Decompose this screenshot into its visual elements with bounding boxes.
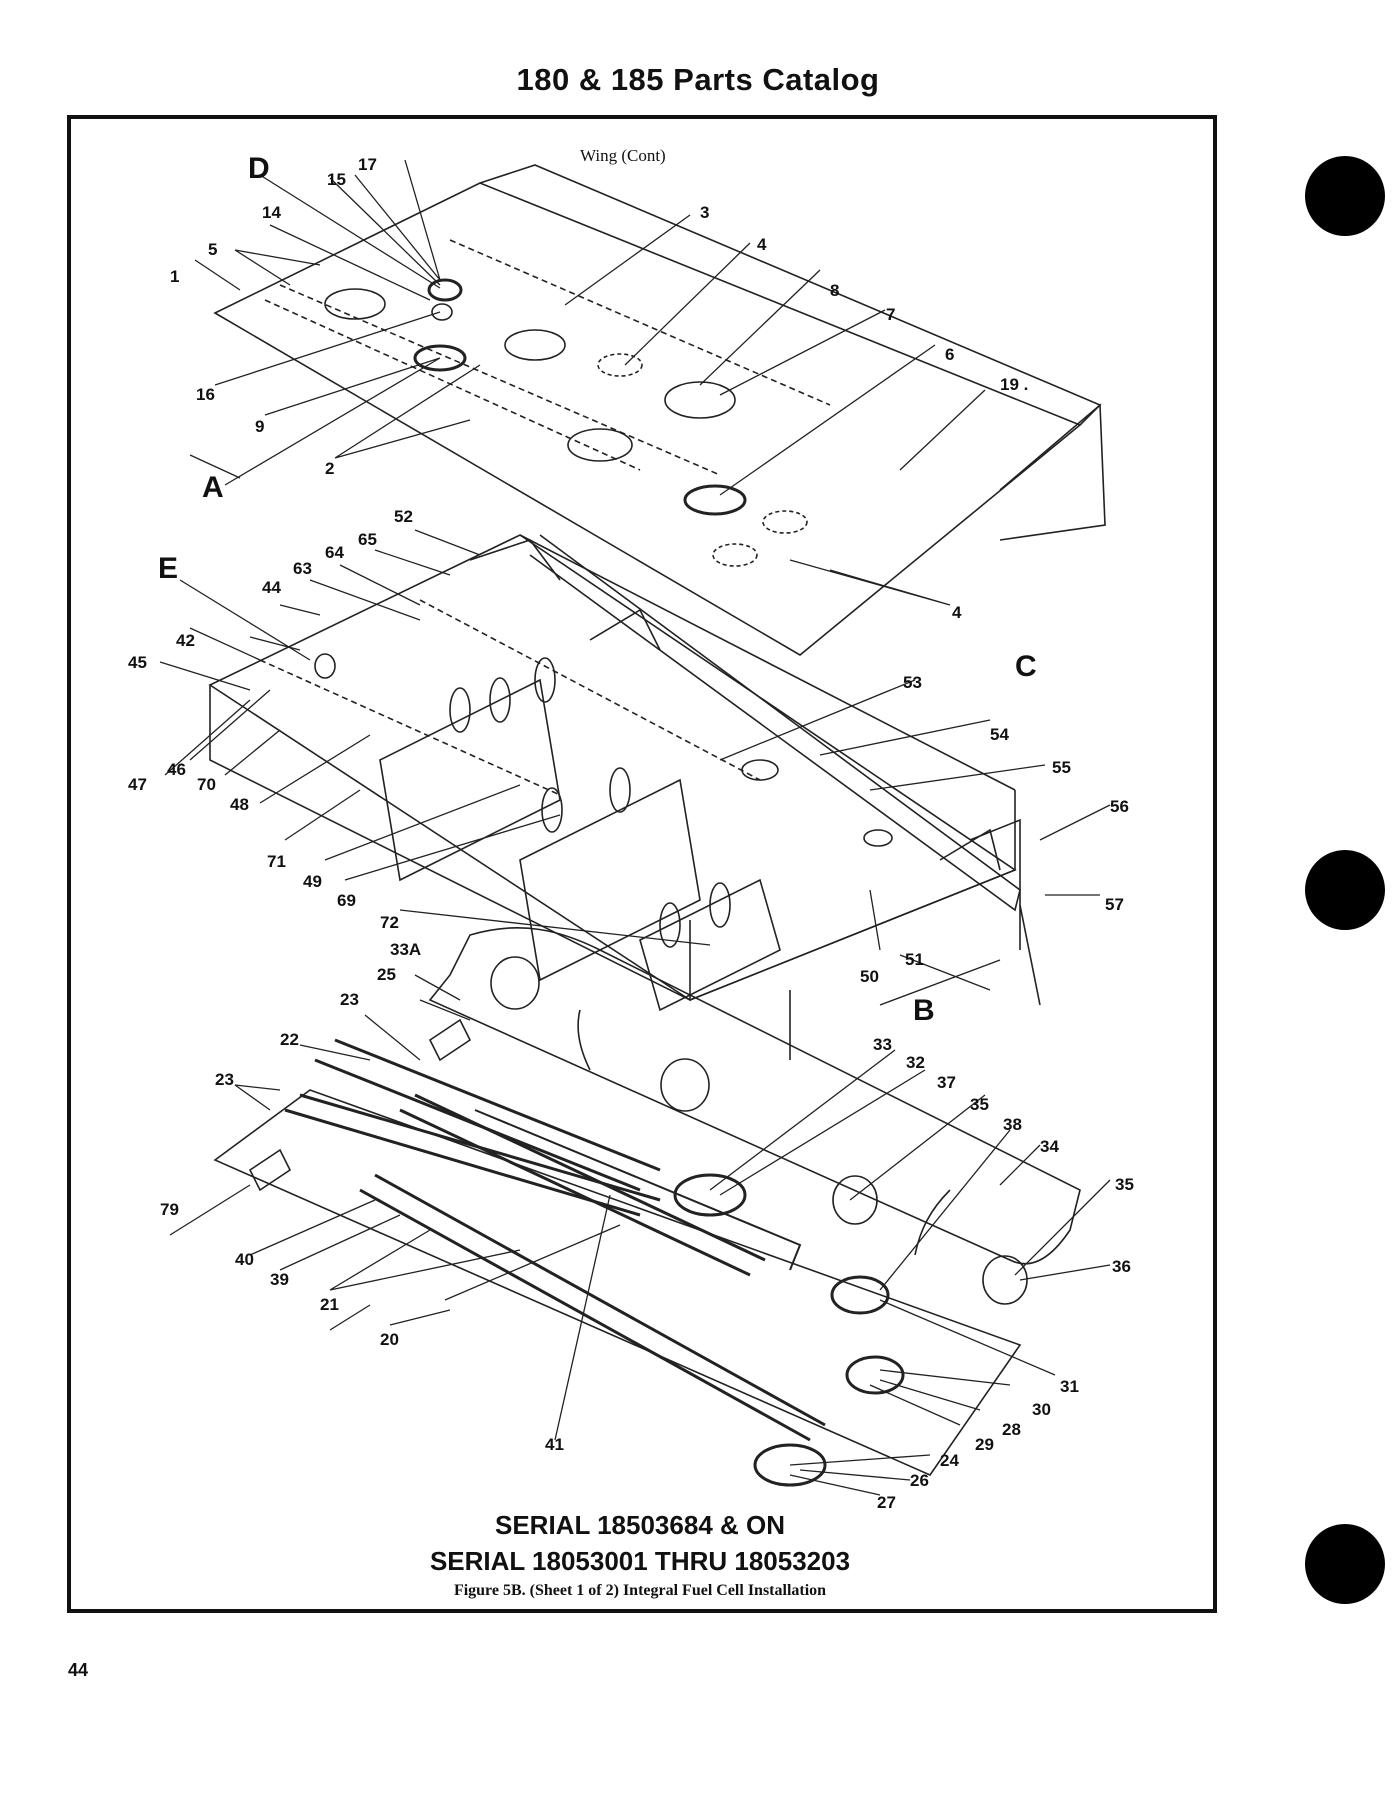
callout-number-27: 27	[877, 1493, 896, 1512]
figure-subtitle: Wing (Cont)	[580, 146, 666, 165]
callout-number-8: 8	[830, 281, 839, 300]
callout-letter-a: A	[202, 471, 224, 504]
callout-number-79: 79	[160, 1200, 179, 1219]
callout-number-72: 72	[380, 913, 399, 932]
binder-hole-middle	[1305, 850, 1385, 930]
callout-number-25: 25	[377, 965, 396, 984]
callout-number-35: 35	[970, 1095, 989, 1114]
callout-letter-e: E	[158, 552, 178, 585]
page-number: 44	[68, 1660, 89, 1680]
callout-number-70: 70	[197, 775, 216, 794]
page-title: 180 & 185 Parts Catalog	[516, 62, 880, 97]
callout-number-40: 40	[235, 1250, 254, 1269]
callout-number-38: 38	[1003, 1115, 1022, 1134]
callout-number-41: 41	[545, 1435, 564, 1454]
callout-number-4: 4	[757, 235, 767, 254]
callout-number-35: 35	[1115, 1175, 1134, 1194]
callout-number-44: 44	[262, 578, 281, 597]
callout-number-37: 37	[937, 1073, 956, 1092]
callout-number-14: 14	[262, 203, 281, 222]
callout-number-17: 17	[358, 155, 377, 174]
callout-number-26: 26	[910, 1471, 929, 1490]
callout-number-34: 34	[1040, 1137, 1059, 1156]
callout-number-20: 20	[380, 1330, 399, 1349]
callout-number-54: 54	[990, 725, 1009, 744]
callout-number-52: 52	[394, 507, 413, 526]
callout-number-6: 6	[945, 345, 954, 364]
callout-number-28: 28	[1002, 1420, 1021, 1439]
callout-number-57: 57	[1105, 895, 1124, 914]
callout-number-65: 65	[358, 530, 377, 549]
callout-number-48: 48	[230, 795, 249, 814]
callout-number-50: 50	[860, 967, 879, 986]
callout-number-21: 21	[320, 1295, 339, 1314]
callout-number-47: 47	[128, 775, 147, 794]
figure-caption: Figure 5B. (Sheet 1 of 2) Integral Fuel …	[453, 1582, 827, 1599]
callout-number-5: 5	[208, 240, 217, 259]
callout-number-1: 1	[170, 267, 179, 286]
callout-number-15: 15	[327, 170, 346, 189]
callout-number-7: 7	[886, 305, 895, 324]
callout-number-45: 45	[128, 653, 147, 672]
upper-skin-panel	[213, 164, 1106, 656]
callout-number-42: 42	[176, 631, 195, 650]
callout-number-30: 30	[1032, 1400, 1051, 1419]
lower-fuel-cell-panel	[213, 1018, 1022, 1487]
callout-number-55: 55	[1052, 758, 1071, 777]
callout-number-36: 36	[1112, 1257, 1131, 1276]
leader-lines	[159, 159, 1111, 1496]
callout-number-9: 9	[255, 417, 264, 436]
callout-number-53: 53	[903, 673, 922, 692]
callout-number-23: 23	[215, 1070, 234, 1089]
callout-number-56: 56	[1110, 797, 1129, 816]
callout-number-63: 63	[293, 559, 312, 578]
callout-number-24: 24	[940, 1451, 959, 1470]
callout-number-2: 2	[325, 459, 334, 478]
serial-range-1: SERIAL 18503684 & ON	[495, 1510, 785, 1540]
rib-spar-structure	[208, 534, 1041, 1012]
serial-range-2: SERIAL 18053001 THRU 18053203	[429, 1546, 851, 1576]
callout-number-4: 4	[952, 603, 962, 622]
callout-number-51: 51	[905, 950, 924, 969]
callout-number-19: 19 .	[1000, 375, 1028, 394]
binder-hole-bottom	[1305, 1524, 1385, 1604]
callout-number-49: 49	[303, 872, 322, 891]
callout-number-31: 31	[1060, 1377, 1079, 1396]
callout-number-69: 69	[337, 891, 356, 910]
lower-skin-panel	[428, 926, 1081, 1305]
callout-number-33: 33	[873, 1035, 892, 1054]
callout-letter-b: B	[913, 994, 935, 1027]
callout-number-33A: 33A	[390, 940, 421, 959]
callout-letter-c: C	[1015, 650, 1037, 683]
callout-letter-d: D	[248, 152, 270, 185]
callout-number-32: 32	[906, 1053, 925, 1072]
binder-hole-top	[1305, 156, 1385, 236]
callout-number-46: 46	[167, 760, 186, 779]
callout-number-16: 16	[196, 385, 215, 404]
callout-number-71: 71	[267, 852, 286, 871]
callout-number-39: 39	[270, 1270, 289, 1289]
callout-number-3: 3	[700, 203, 709, 222]
callout-number-22: 22	[280, 1030, 299, 1049]
callout-number-64: 64	[325, 543, 344, 562]
figure-frame	[67, 115, 1217, 1613]
callout-number-23: 23	[340, 990, 359, 1009]
callout-number-29: 29	[975, 1435, 994, 1454]
